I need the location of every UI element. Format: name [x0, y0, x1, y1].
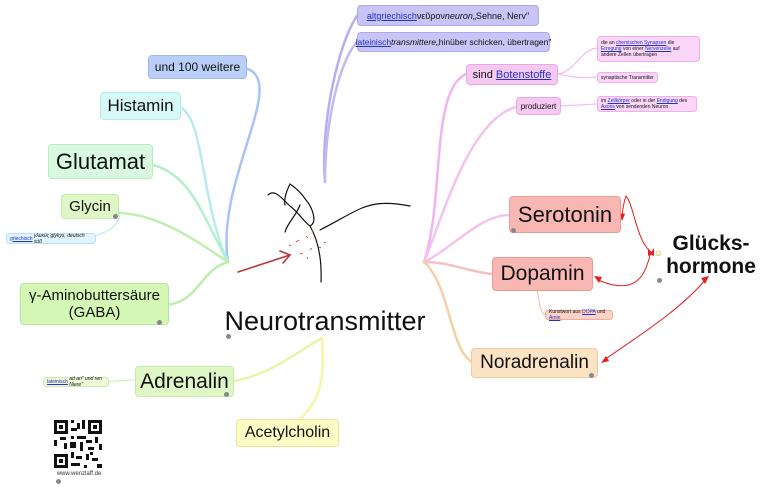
branch-serotonin: [422, 213, 511, 264]
node-glycin[interactable]: Glycin: [61, 194, 119, 219]
branch-botenstoffe: [422, 72, 468, 264]
branch-histamin: [178, 105, 230, 264]
glycin-collapse-dot[interactable]: [113, 214, 118, 219]
node-glutamat[interactable]: Glutamat: [48, 144, 153, 179]
arrowhead-noradrenalin-end: [701, 276, 709, 284]
produziert-link-axons[interactable]: Axons: [601, 104, 615, 110]
qr-code: [54, 420, 102, 468]
node-botenstoffe[interactable]: sind Botenstoffe: [466, 64, 558, 85]
branch-produziert: [422, 105, 518, 264]
gaba-line1: γ-Aminobuttersäure: [29, 287, 160, 304]
gluecks-line1: Glücks-: [672, 232, 750, 255]
center-collapse-dot[interactable]: [226, 334, 231, 339]
branch-lines-left: [94, 66, 261, 383]
produziert-link-zellkoerper[interactable]: Zellkörper: [607, 98, 630, 104]
node-produziert[interactable]: produziert: [516, 97, 561, 115]
node-adrenalin[interactable]: Adrenalin: [135, 366, 234, 397]
node-latin-etymology[interactable]: lateinisch transmittere „hinüber schicke…: [355, 32, 552, 52]
synapse-link-nervenzelle[interactable]: Nervenzelle: [644, 46, 672, 52]
produziert-note: im Zellkörper oder in der Endigung des A…: [597, 96, 697, 112]
branch-glycin: [118, 211, 230, 264]
node-gluecks-hormone[interactable]: Glücks- hormone: [664, 231, 758, 279]
node-gaba[interactable]: γ-Aminobuttersäure (GABA): [20, 283, 169, 325]
branch-gaba: [166, 260, 230, 307]
produziert-link-endigung[interactable]: Endigung: [656, 98, 678, 104]
dopamin-link-amin[interactable]: Amin: [549, 315, 561, 321]
gaba-collapse-dot[interactable]: [157, 320, 162, 325]
transmitter-note: synaptische Transmitter: [597, 72, 658, 83]
branch-glutamat: [151, 163, 230, 264]
adrenalin-note-text: ad an" und ren Niere": [69, 376, 102, 388]
adrenalin-note-link[interactable]: lateinisch: [47, 379, 68, 385]
serotonin-collapse-dot[interactable]: [511, 228, 516, 233]
gaba-line2: (GABA): [68, 304, 121, 321]
synapse-link-erregung[interactable]: Erregung: [601, 46, 622, 52]
latin-meaning: „hinüber schicken, übertragen": [435, 37, 552, 47]
glycin-note: griechisch γλυκύς glykys, deutsch süß: [6, 232, 96, 245]
branch-lines-bottom: [232, 336, 325, 421]
greek-meaning: „Sehne, Nerv": [472, 10, 530, 21]
signal-arrow: [237, 250, 292, 273]
node-greek-etymology[interactable]: altgriechisch νεῦρον neuron „Sehne, Nerv…: [357, 5, 539, 26]
botenstoffe-prefix: sind: [472, 68, 493, 81]
arrowhead-hub-right: [650, 248, 654, 256]
adrenalin-collapse-dot[interactable]: [224, 392, 229, 397]
gluecks-collapse-dot[interactable]: [657, 278, 662, 283]
branch-noradrenalin: [422, 260, 474, 364]
arrow-to-serotonin: [621, 195, 652, 253]
synapse-note: die an chemischen Synapsen die Erregung …: [597, 36, 700, 62]
synapse-dots: [288, 229, 327, 260]
noradrenalin-collapse-dot[interactable]: [589, 373, 594, 378]
branch-lines-top: [323, 14, 359, 184]
arrowhead-noradrenalin-start: [601, 356, 609, 363]
gluecks-line2: hormone: [666, 255, 756, 278]
latin-link[interactable]: lateinisch: [355, 37, 392, 47]
branch-produziert-note: [559, 103, 598, 107]
footer-website[interactable]: www.wenzlaff.de: [56, 470, 102, 477]
greek-link[interactable]: altgriechisch: [366, 10, 417, 21]
branch-dopamin-note: [536, 289, 546, 316]
branch-lines-right: [422, 47, 598, 364]
synapse-note-content: die an chemischen Synapsen die Erregung …: [601, 40, 680, 58]
branch-acetylcholin: [298, 336, 325, 421]
arrow-to-noradrenalin: [603, 278, 707, 361]
node-serotonin[interactable]: Serotonin: [509, 196, 621, 233]
latin-word: transmittere: [391, 37, 436, 47]
dopamin-link-dopa[interactable]: DOPA: [582, 309, 596, 315]
arrowhead-dopamin: [594, 276, 602, 283]
dopamin-note-content: Kunstwort aus DOPA und Amin: [549, 309, 606, 321]
node-noradrenalin[interactable]: Noradrenalin: [471, 348, 598, 378]
branch-glycin-note: [94, 215, 121, 237]
center-title[interactable]: Neurotransmitter: [224, 305, 426, 336]
node-acetylcholin[interactable]: Acetylcholin: [236, 419, 339, 447]
qr-modules: [54, 420, 102, 468]
node-und-100-weitere[interactable]: und 100 weitere: [148, 55, 247, 79]
synapse-link-chemical[interactable]: chemischen Synapsen: [616, 40, 667, 46]
branch-greek: [323, 14, 359, 184]
botenstoffe-link[interactable]: Botenstoffe: [495, 68, 552, 81]
dopamin-note: Kunstwort aus DOPA und Amin: [545, 309, 613, 321]
branch-latin: [323, 40, 359, 184]
smiley-icon: ☺: [653, 247, 664, 258]
node-histamin[interactable]: Histamin: [100, 92, 181, 120]
branch-dopamin: [422, 260, 494, 276]
hormone-arrows: [597, 195, 707, 361]
branch-adrenalin: [232, 336, 324, 383]
node-dopamin[interactable]: Dopamin: [492, 257, 593, 291]
branch-transmitter-note: [557, 73, 598, 79]
glycin-note-text: γλυκύς glykys, deutsch süß: [33, 232, 85, 245]
arrow-to-dopamin: [597, 251, 652, 287]
branch-synapse-note: [557, 47, 598, 75]
footer-collapse-dot[interactable]: [56, 479, 61, 484]
branch-more: [225, 66, 261, 264]
greek-text: νεῦρον: [416, 10, 445, 21]
greek-word: neuron: [444, 10, 473, 21]
glycin-note-link[interactable]: griechisch: [10, 235, 33, 242]
neuron-sketch: [267, 183, 411, 283]
adrenalin-note: lateinisch ad an" und ren Niere": [43, 376, 109, 388]
produziert-note-content: im Zellkörper oder in der Endigung des A…: [601, 98, 688, 110]
